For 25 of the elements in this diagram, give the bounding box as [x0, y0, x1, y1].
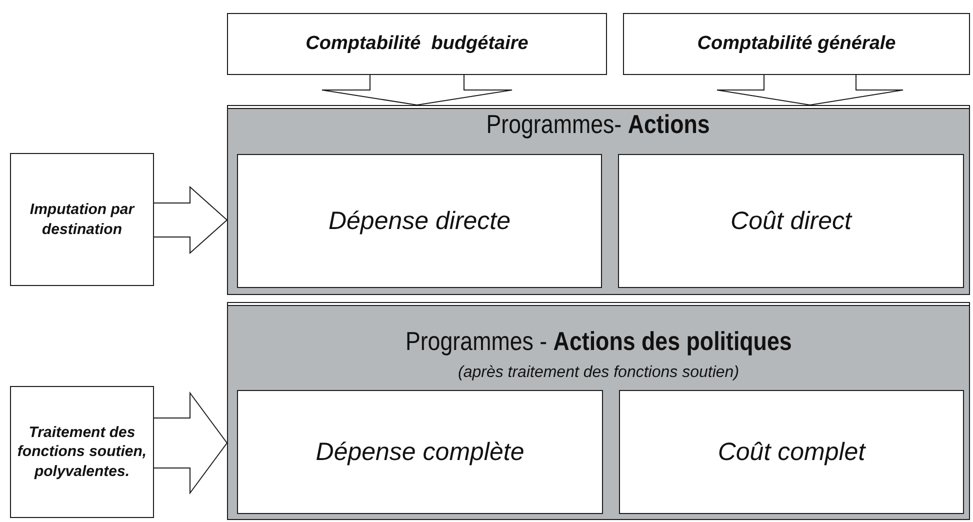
block-arrow — [716, 74, 904, 106]
band-title: Programmes- Actions — [486, 110, 710, 139]
box-label: Imputation par destination — [28, 200, 136, 239]
source-box — [623, 13, 970, 75]
cost-box — [237, 154, 602, 288]
block-arrow — [322, 74, 512, 106]
box-label: Traitement des fonctions soutien, polyvalentes. — [16, 422, 148, 482]
program-band — [227, 302, 970, 520]
band-title: Programmes - Actions des politiques — [405, 327, 792, 356]
box-label: Comptabilité générale — [697, 33, 896, 55]
cell-label: Coût direct — [730, 206, 852, 236]
block-arrow — [154, 391, 228, 495]
source-box — [227, 13, 607, 75]
block-arrow — [154, 186, 228, 254]
cost-box — [619, 390, 964, 514]
input-box — [10, 386, 154, 518]
input-box — [10, 153, 154, 286]
band-subtitle: (après traitement des fonctions soutien) — [458, 364, 740, 382]
cell-label: Coût complet — [718, 438, 866, 466]
cost-box — [618, 154, 964, 288]
program-band — [227, 105, 970, 295]
cost-box — [237, 390, 603, 514]
box-label: Comptabilité budgétaire — [306, 33, 528, 55]
cell-label: Dépense directe — [328, 206, 511, 236]
cell-label: Dépense complète — [316, 438, 524, 466]
